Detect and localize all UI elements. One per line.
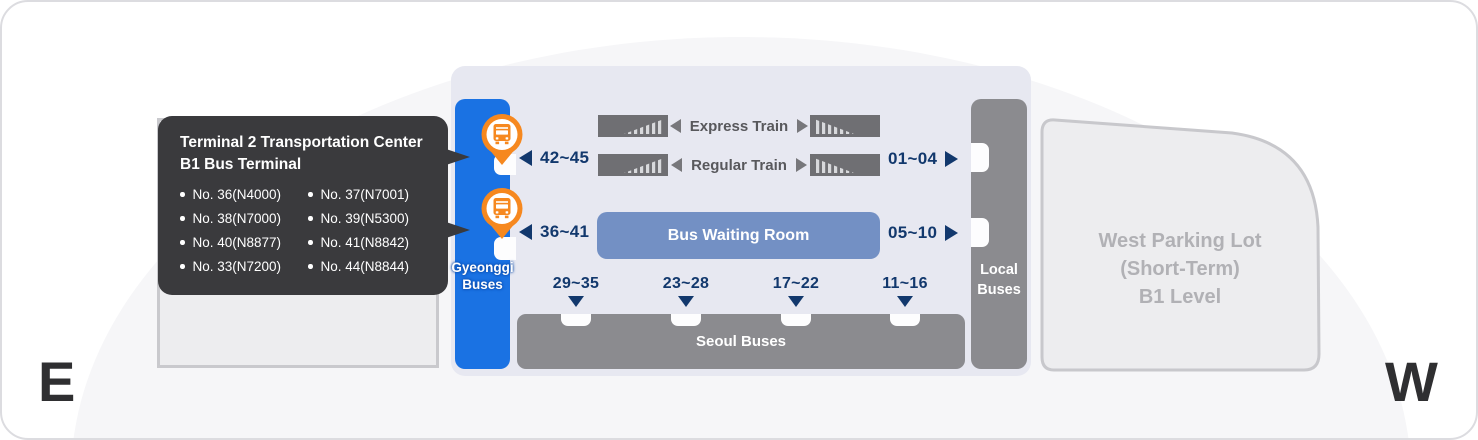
gate-36-41: 36~41 [519,222,589,242]
escalator-icon [598,115,668,137]
west-parking-shape [1040,118,1321,372]
bullet-icon [308,240,313,245]
bullet-icon [180,216,185,221]
gate-range-label: 11~16 [882,275,928,292]
gyeonggi-buses-label: Gyeonggi Buses [451,260,514,292]
gate-range-label: 23~28 [662,275,710,292]
right-arrow-icon [945,151,959,167]
gate-01-04: 01~04 [888,149,959,169]
down-arrow-icon [568,296,584,307]
east-compass-label: E [38,350,76,413]
bullet-icon [180,192,185,197]
bus-waiting-room: Bus Waiting Room [597,212,880,259]
bus-route-item: No. 44(N8844) [308,259,434,274]
gate-notch [671,314,701,326]
gate-notch [561,314,591,326]
gate-notch [971,218,989,247]
west-compass-label: W [1385,350,1438,413]
tooltip-pointer-icon [443,148,470,166]
right-arrow-icon [795,158,807,172]
escalator-icon [810,115,880,137]
down-arrow-icon [678,296,694,307]
west-parking-label: West Parking Lot (Short-Term) B1 Level [1098,230,1262,308]
left-arrow-icon [519,224,532,240]
down-arrow-icon [788,296,804,307]
gate-11-16: 11~16 [870,275,940,307]
bus-route-item: No. 33(N7200) [180,259,308,274]
gate-05-10: 05~10 [888,223,959,243]
local-buses-label: Local Buses [977,262,1021,298]
gate-range-label: 01~04 [888,149,938,168]
gate-range-label: 29~35 [552,275,600,292]
tooltip-pointer-icon [443,221,470,239]
bus-route-item: No. 39(N5300) [308,211,434,226]
escalator-icon [810,154,880,176]
left-arrow-icon [519,150,532,166]
gate-range-label: 05~10 [888,223,938,242]
bus-route-item: No. 37(N7001) [308,187,434,202]
gate-notch [494,237,516,260]
bus-waiting-room-label: Bus Waiting Room [667,226,810,244]
gate-17-22: 17~22 [761,275,831,307]
bus-stop-pin-icon[interactable] [479,113,525,167]
bullet-icon [180,240,185,245]
seoul-bus-bay [517,314,965,369]
seoul-buses-label: Seoul Buses [695,333,787,350]
gate-23-28: 23~28 [651,275,721,307]
bullet-icon [180,264,185,269]
bus-stop-pin-icon[interactable] [479,187,525,241]
gate-42-45: 42~45 [519,148,589,168]
regular-train-direction: Regular Train [668,154,810,176]
down-arrow-icon [897,296,913,307]
bus-route-item: No. 36(N4000) [180,187,308,202]
gate-29-35: 29~35 [541,275,611,307]
gate-notch [890,314,920,326]
escalator-icon [598,154,668,176]
bus-route-list: No. 36(N4000) No. 37(N7001) No. 38(N7000… [180,187,434,274]
bus-route-item: No. 41(N8842) [308,235,434,250]
express-train-direction: Express Train [668,115,810,137]
tooltip-title: Terminal 2 Transportation Center B1 Bus … [180,134,423,173]
gate-range-label: 42~45 [540,148,590,167]
regular-train-label: Regular Train [691,156,787,174]
gate-notch [781,314,811,326]
bus-route-item: No. 38(N7000) [180,211,308,226]
left-arrow-icon [669,119,681,133]
express-train-label: Express Train [689,117,789,135]
gate-range-label: 17~22 [772,275,820,292]
terminal-tooltip: Terminal 2 Transportation Center B1 Bus … [158,116,448,295]
left-arrow-icon [671,158,683,172]
bullet-icon [308,192,313,197]
bullet-icon [308,216,313,221]
bus-route-item: No. 40(N8877) [180,235,308,250]
bullet-icon [308,264,313,269]
right-arrow-icon [945,225,959,241]
gate-notch [971,143,989,172]
gate-range-label: 36~41 [540,222,590,241]
right-arrow-icon [797,119,809,133]
